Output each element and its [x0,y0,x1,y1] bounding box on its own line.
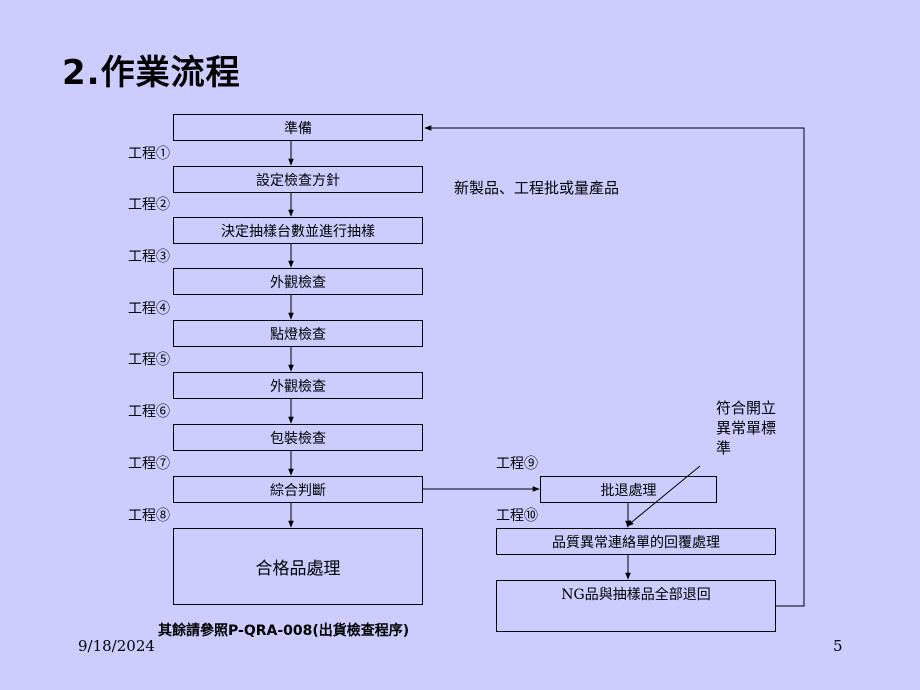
slide-page-number: 5 [833,637,843,655]
process-label-4: 工程④ [128,301,170,317]
process-label-9: 工程⑨ [496,456,538,472]
process-label-8: 工程⑧ [128,508,170,524]
process-label-2: 工程② [128,197,170,213]
flow-box-visual-2: 外觀檢查 [173,372,423,399]
process-label-10: 工程⑩ [496,508,538,524]
flow-box-judgement: 綜合判斷 [173,476,423,503]
flow-box-set-policy: 設定檢查方針 [173,166,423,193]
flow-box-visual-1: 外觀檢查 [173,268,423,295]
process-label-7: 工程⑦ [128,456,170,472]
standard-note-line-2: 異常單標 [716,419,777,437]
flow-box-reject: 批退處理 [540,476,717,503]
footer-reference-note: 其餘請參照P-QRA-008(出貨檢查程序) [158,623,410,639]
slide-date: 9/18/2024 [78,637,155,655]
process-label-3: 工程③ [128,249,170,265]
flow-box-prepare: 準備 [173,114,423,141]
flow-box-sampling: 決定抽樣台數並進行抽樣 [173,217,423,244]
standard-note-line-1: 符合開立 [716,399,777,417]
flow-box-accept: 合格品處理 [173,528,423,605]
flow-box-quality-reply: 品質異常連絡單的回覆處理 [496,528,776,555]
flow-box-return-all: NG品與抽樣品全部退回 [496,580,776,632]
process-label-6: 工程⑥ [128,404,170,420]
process-label-1: 工程① [128,146,170,162]
standard-note: 符合開立 異常單標 準 [716,398,776,458]
flow-box-packaging: 包裝檢查 [173,424,423,451]
new-product-note: 新製品、工程批或量產品 [454,179,620,197]
page-title: 2.作業流程 [62,53,241,93]
process-label-5: 工程⑤ [128,352,170,368]
standard-note-line-3: 準 [716,439,732,457]
flow-box-light-test: 點燈檢查 [173,320,423,347]
